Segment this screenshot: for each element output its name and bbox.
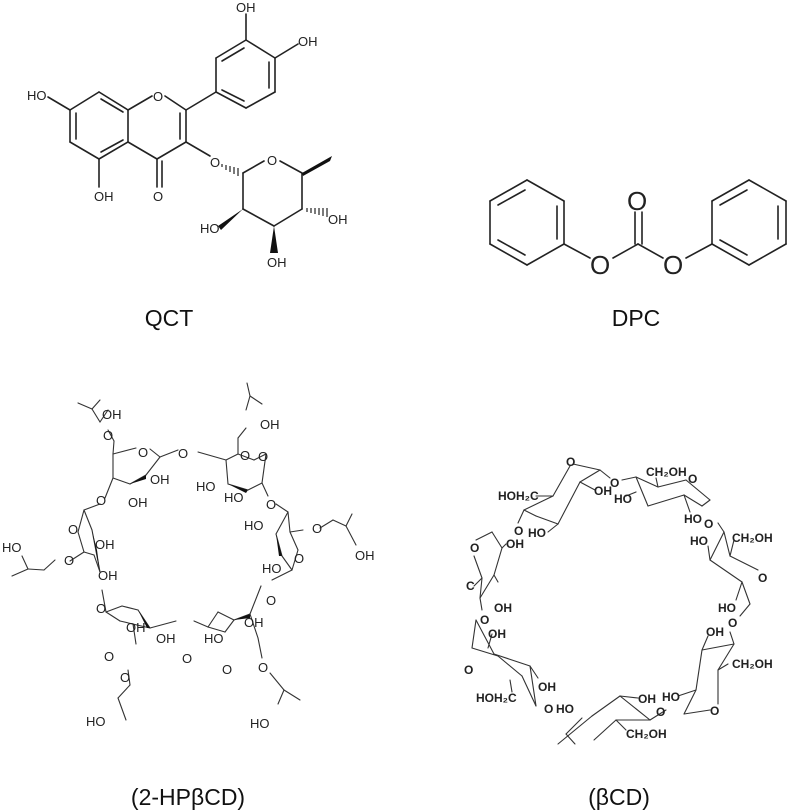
hpbcd-label-oh: OH <box>126 620 146 635</box>
qct-label-sugar-oh-right: OH <box>328 212 348 227</box>
dpc-label-ester-o-right: O <box>663 250 683 280</box>
bcd-label-c: C <box>466 579 475 593</box>
hpbcd-label-o: O <box>103 428 113 443</box>
bcd-caption: (βCD) <box>588 784 650 810</box>
hpbcd-label-o: O <box>178 446 188 461</box>
bcd-label-o: O <box>688 472 697 486</box>
bcd-label-ch2oh: CH₂OH <box>646 465 687 479</box>
bcd-label-o: O <box>566 455 575 469</box>
qct-label-oh-bottom: OH <box>94 189 114 204</box>
qct-label-oh-right: OH <box>298 34 318 49</box>
qct-label-sugar-oh-bottom: OH <box>267 255 287 270</box>
hpbcd-label-o: O <box>312 521 322 536</box>
bcd-label-o: O <box>704 517 713 531</box>
bcd-molecule-drawing: O OH HOH₂C HO O O HO CH₂OH O HO O HO CH₂… <box>464 455 773 745</box>
bcd-label-ho: HO <box>684 512 702 526</box>
bcd-label-o: O <box>514 524 523 538</box>
dpc-label-carbonyl-o: O <box>627 186 647 216</box>
hpbcd-label-oh: OH <box>244 615 264 630</box>
hpbcd-label-o: O <box>104 649 114 664</box>
hpbcd-molecule-drawing: OH O O OH OH O OH O O HO HO O HO O OH O … <box>2 382 375 731</box>
hpbcd-label-ho: HO <box>244 518 264 533</box>
bcd-label-o: O <box>656 705 665 719</box>
bcd-label-o: O <box>544 702 553 716</box>
qct-label-oh-top: OH <box>236 0 256 15</box>
dpc-structure: O O O <box>420 150 790 300</box>
qct-label-carbonyl-o: O <box>153 189 163 204</box>
hpbcd-label-o: O <box>96 601 106 616</box>
bcd-label-oh: OH <box>506 537 524 551</box>
hpbcd-label-o: O <box>258 449 268 464</box>
bcd-label-o: O <box>470 541 479 555</box>
bcd-label-o: O <box>728 616 737 630</box>
hpbcd-label-o: O <box>68 522 78 537</box>
bcd-label-ho: HO <box>614 492 632 506</box>
hpbcd-label-ho: HO <box>196 479 216 494</box>
qct-label-sugar-ho-left: HO <box>200 221 220 236</box>
bcd-label-ho: HO <box>690 534 708 548</box>
bcd-label-ch2oh: CH₂OH <box>626 727 667 741</box>
hpbcd-label-o: O <box>222 662 232 677</box>
hpbcd-label-oh: OH <box>150 472 170 487</box>
bcd-label-hoh2c: HOH₂C <box>476 691 517 705</box>
hpbcd-label-ho: HO <box>204 631 224 646</box>
qct-caption: QCT <box>144 305 194 331</box>
bcd-label-o: O <box>710 704 719 718</box>
hpbcd-label-o: O <box>258 660 268 675</box>
bcd-label-oh: OH <box>706 625 724 639</box>
hpbcd-label-o: O <box>294 551 304 566</box>
dpc-molecule-drawing: O O O <box>489 179 787 280</box>
bcd-label-ch2oh: CH₂OH <box>732 531 773 545</box>
qct-label-glyco-o: O <box>210 155 220 170</box>
hpbcd-label-ho: HO <box>2 540 22 555</box>
qct-label-ho-left: HO <box>27 88 47 103</box>
hpbcd-label-ho: HO <box>224 490 244 505</box>
hpbcd-structure: OH O O OH OH O OH O O HO HO O HO O OH O … <box>0 380 390 760</box>
hpbcd-label-o: O <box>266 497 276 512</box>
qct-structure: OH OH HO O OH O O O HO OH OH <box>0 0 400 300</box>
bcd-label-hoh2c: HOH₂C <box>498 489 539 503</box>
bcd-label-ch2oh: CH₂OH <box>732 657 773 671</box>
hpbcd-label-oh: OH <box>156 631 176 646</box>
hpbcd-label-oh: OH <box>102 407 122 422</box>
hpbcd-label-o: O <box>182 651 192 666</box>
bcd-structure: O OH HOH₂C HO O O HO CH₂OH O HO O HO CH₂… <box>440 420 790 760</box>
bcd-label-ho: HO <box>556 702 574 716</box>
bcd-label-ho: HO <box>718 601 736 615</box>
hpbcd-label-o: O <box>64 553 74 568</box>
bcd-label-oh: OH <box>488 627 506 641</box>
hpbcd-label-oh: OH <box>355 548 375 563</box>
bcd-label-ho: HO <box>662 690 680 704</box>
hpbcd-label-oh: OH <box>128 495 148 510</box>
bcd-label-o: O <box>610 476 619 490</box>
hpbcd-label-o: O <box>138 445 148 460</box>
qct-label-sugar-ring-o: O <box>267 153 277 168</box>
dpc-caption: DPC <box>611 305 661 331</box>
hpbcd-label-oh: OH <box>95 537 115 552</box>
bcd-label-oh: OH <box>494 601 512 615</box>
hpbcd-label-oh: OH <box>260 417 280 432</box>
bcd-label-ho: HO <box>528 526 546 540</box>
bcd-label-o: O <box>758 571 767 585</box>
dpc-label-ester-o-left: O <box>590 250 610 280</box>
hpbcd-label-oh: OH <box>98 568 118 583</box>
hpbcd-label-ho: HO <box>86 714 106 729</box>
hpbcd-label-o: O <box>120 670 130 685</box>
hpbcd-label-o: O <box>96 493 106 508</box>
bcd-label-oh: OH <box>638 692 656 706</box>
qct-label-ring-o: O <box>153 89 163 104</box>
hpbcd-label-o: O <box>240 448 250 463</box>
bcd-label-oh: OH <box>538 680 556 694</box>
bcd-label-o: O <box>464 663 473 677</box>
hpbcd-caption: (2-HPβCD) <box>130 784 246 810</box>
hpbcd-label-ho: HO <box>250 716 270 731</box>
bcd-label-o: O <box>480 613 489 627</box>
qct-molecule-drawing: OH OH HO O OH O O O HO OH OH <box>27 0 348 270</box>
hpbcd-label-ho: HO <box>262 561 282 576</box>
hpbcd-label-o: O <box>266 593 276 608</box>
bcd-label-oh: OH <box>594 484 612 498</box>
